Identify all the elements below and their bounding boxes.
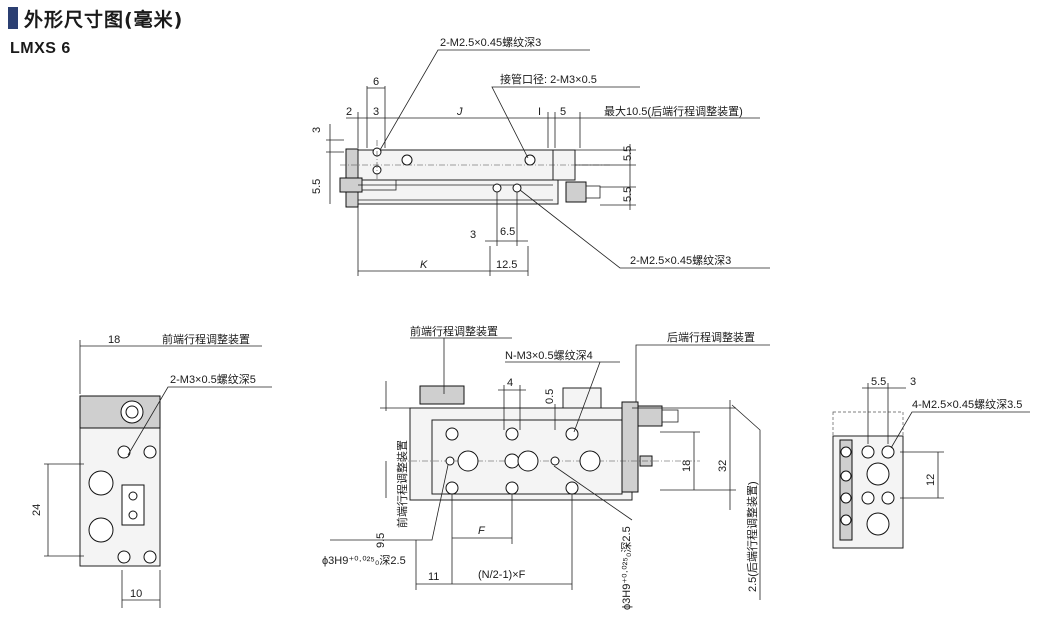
front-dim-11: 11 xyxy=(428,571,439,583)
dim-6: 6 xyxy=(373,76,379,88)
left-view-thread-hole xyxy=(117,550,131,564)
front-view-bore xyxy=(517,450,539,472)
right-view-thread-hole xyxy=(881,491,895,505)
top-view-port xyxy=(524,154,536,166)
right-view: 5.5 3 4-M2.5×0.45螺纹深3.5 12 xyxy=(832,376,1030,549)
front-view-thread-hole xyxy=(505,481,519,495)
right-dim-5-5: 5.5 xyxy=(871,376,886,388)
front-vlabel-rear: 2.5(后端行程调整装置) xyxy=(745,481,759,592)
dim-5-5-right-a: 5.5 xyxy=(622,146,634,161)
top-view-thread-hole xyxy=(492,183,502,193)
dim-3-bottom: 3 xyxy=(470,229,476,241)
front-view-bore xyxy=(579,450,601,472)
left-dim-24: 24 xyxy=(31,504,43,516)
front-note-rear-adjust: 后端行程调整装置 xyxy=(667,330,755,344)
front-view-bore xyxy=(457,450,479,472)
page-title: 外形尺寸图(毫米) xyxy=(24,8,184,31)
top-view-rear-adjuster xyxy=(565,181,587,203)
front-vlabel-front: 前端行程调整装置 xyxy=(395,440,409,528)
front-dim-formula: (N/2-1)×F xyxy=(478,569,526,581)
front-view-thread-hole xyxy=(565,481,579,495)
left-dim-10: 10 xyxy=(130,588,142,600)
dim-I: I xyxy=(538,106,541,118)
right-view-thread-hole xyxy=(861,491,875,505)
front-view-bore xyxy=(504,453,520,469)
front-dim-F: F xyxy=(478,525,486,537)
front-view-pin-hole xyxy=(550,456,560,466)
front-view-rear-adjuster xyxy=(637,405,663,427)
front-dim-0-5: 0.5 xyxy=(544,389,556,404)
note-thread-top: 2-M2.5×0.45螺纹深3 xyxy=(440,35,541,49)
front-dim-18: 18 xyxy=(681,460,693,472)
dim-5-5-right-b: 5.5 xyxy=(622,187,634,202)
right-view-thread-hole xyxy=(861,445,875,459)
header-mark xyxy=(8,7,18,29)
right-view-bore xyxy=(866,512,890,536)
note-thread-bottom: 2-M2.5×0.45螺纹深3 xyxy=(630,253,731,267)
top-view-rear-screw xyxy=(585,185,601,199)
right-note-thread: 4-M2.5×0.45螺纹深3.5 xyxy=(912,397,1022,411)
front-view-front-adjuster xyxy=(419,385,465,405)
right-dim-3: 3 xyxy=(910,376,916,388)
left-view: 18 前端行程调整装置 2-M3×0.5螺纹深5 24 10 xyxy=(31,332,272,608)
right-view-bore xyxy=(866,462,890,486)
left-dim-18: 18 xyxy=(108,334,120,346)
top-view: 6 2 3 J I 5 最大10.5(后端行程调整装置) 3 5.5 5.5 5… xyxy=(311,35,770,276)
right-dim-12: 12 xyxy=(925,474,937,486)
top-view-thread-hole xyxy=(512,183,522,193)
dim-5-5-left: 5.5 xyxy=(311,179,323,194)
dim-K: K xyxy=(420,259,428,271)
dim-3-top: 3 xyxy=(373,106,379,118)
front-dim-32: 32 xyxy=(717,460,729,472)
note-port: 接管口径: 2-M3×0.5 xyxy=(500,72,597,86)
front-view-thread-hole xyxy=(505,427,519,441)
left-view-thread-hole xyxy=(143,550,157,564)
front-note-thread: N-M3×0.5螺纹深4 xyxy=(505,348,593,362)
right-view-thread-hole xyxy=(881,445,895,459)
front-view-pin-hole xyxy=(445,456,455,466)
left-note-front-adjust: 前端行程调整装置 xyxy=(162,332,250,346)
note-max-stroke: 最大10.5(后端行程调整装置) xyxy=(604,104,743,118)
dim-6-5: 6.5 xyxy=(500,226,515,238)
left-note-thread: 2-M3×0.5螺纹深5 xyxy=(170,372,256,386)
top-view-port xyxy=(401,154,413,166)
left-view-thread-hole xyxy=(143,445,157,459)
page-header: 外形尺寸图(毫米) xyxy=(8,4,183,32)
front-dim-4: 4 xyxy=(507,377,513,389)
front-view-thread-hole xyxy=(445,427,459,441)
front-view-rear-plate xyxy=(621,401,639,493)
front-view: 前端行程调整装置 后端行程调整装置 N-M3×0.5螺纹深4 4 0.5 9.5… xyxy=(322,324,770,610)
dim-12-5: 12.5 xyxy=(496,259,517,271)
right-view-plate xyxy=(839,439,853,541)
dim-2: 2 xyxy=(346,106,352,118)
dim-J: J xyxy=(456,106,463,118)
front-note-hole-left: ϕ3H9⁺⁰·⁰²⁵₀深2.5 xyxy=(322,554,406,567)
left-view-plug xyxy=(121,484,145,526)
left-view-thread-hole xyxy=(117,445,131,459)
front-view-thread-hole xyxy=(445,481,459,495)
left-view-port xyxy=(88,517,114,543)
front-note-hole-right: ϕ3H9⁺⁰·⁰²⁵₀深2.5 xyxy=(620,526,633,610)
dim-5: 5 xyxy=(560,106,566,118)
front-view-end-block xyxy=(562,387,602,409)
model-name: LMXS 6 xyxy=(10,40,71,57)
dim-3-left: 3 xyxy=(311,127,323,133)
front-note-front-adjust: 前端行程调整装置 xyxy=(410,324,498,338)
left-view-port xyxy=(88,470,114,496)
left-view-adjuster-block xyxy=(79,395,161,429)
front-view-thread-hole xyxy=(565,427,579,441)
